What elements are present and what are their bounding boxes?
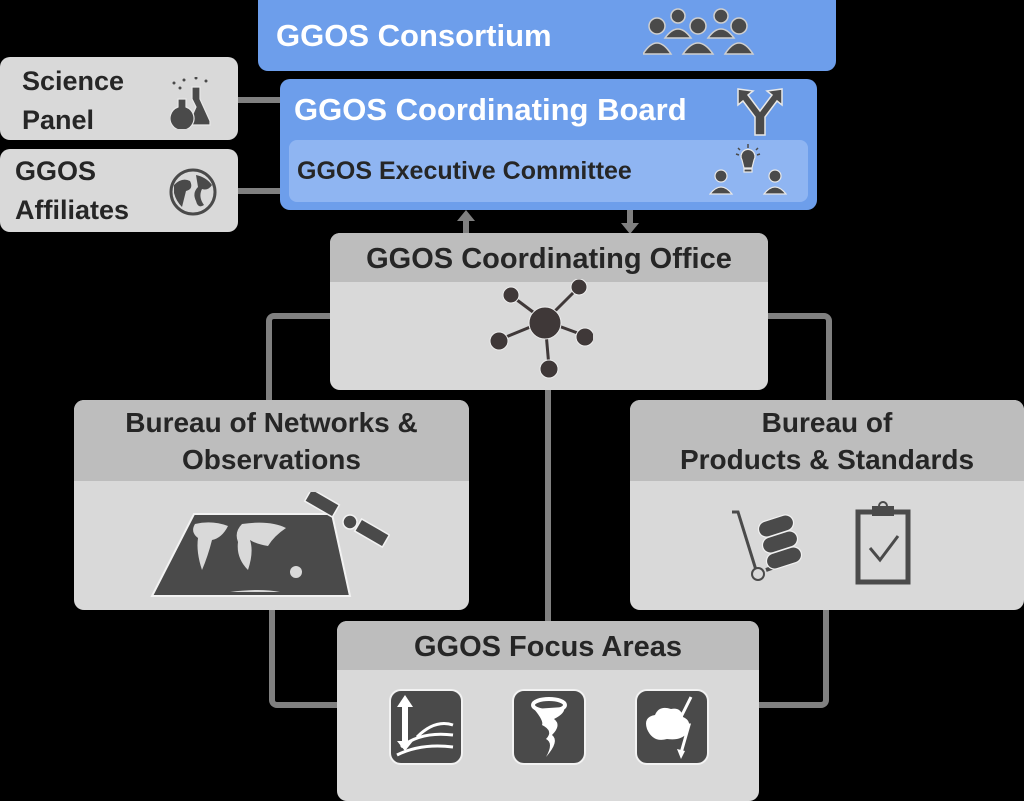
bureau-products-title-line1: Bureau of xyxy=(761,407,893,438)
science-panel-label-line2: Panel xyxy=(22,105,95,135)
group-people-icon xyxy=(643,8,755,55)
bureau-networks-title-line1: Bureau of Networks & xyxy=(125,407,418,438)
bureau-networks-box: Bureau of Networks & Observations xyxy=(74,400,469,610)
executive-committee-box: GGOS Executive Committee xyxy=(289,140,808,202)
coordinating-office-title: GGOS Coordinating Office xyxy=(366,243,732,275)
map-satellite-icon xyxy=(150,492,390,597)
globe-icon xyxy=(169,168,217,216)
coordinating-office-header: GGOS Coordinating Office xyxy=(330,233,768,282)
consortium-title: GGOS Consortium xyxy=(276,18,552,53)
hand-truck-icon xyxy=(732,510,803,581)
storm-cloud-lightning-icon xyxy=(635,689,709,765)
bureau-products-box: Bureau of Products & Standards xyxy=(630,400,1024,610)
connector-office-networks xyxy=(266,313,334,403)
flasks-icon xyxy=(170,77,211,129)
coordinating-office-box: GGOS Coordinating Office xyxy=(330,233,768,390)
affiliates-label-line2: Affiliates xyxy=(15,195,130,225)
focus-areas-header: GGOS Focus Areas xyxy=(337,621,759,670)
bureau-networks-title-line2: Observations xyxy=(182,444,361,475)
bureau-products-header: Bureau of Products & Standards xyxy=(630,400,1024,481)
bureau-networks-header: Bureau of Networks & Observations xyxy=(74,400,469,481)
focus-areas-box: GGOS Focus Areas xyxy=(337,621,759,801)
split-arrow-icon xyxy=(737,88,783,136)
arrow-up-icon xyxy=(457,210,475,234)
coordinating-board-box: GGOS Coordinating Board GGOS Executive C… xyxy=(280,79,817,210)
arrow-down-icon xyxy=(621,210,639,234)
network-hub-icon xyxy=(489,279,593,379)
clipboard-check-icon xyxy=(855,501,911,585)
people-lightbulb-icon xyxy=(709,144,788,195)
connector-networks-focus xyxy=(269,608,341,708)
bureau-products-title-line2: Products & Standards xyxy=(679,444,975,475)
focus-areas-title: GGOS Focus Areas xyxy=(413,631,683,663)
executive-committee-title: GGOS Executive Committee xyxy=(297,157,632,185)
connector-office-focus xyxy=(545,388,551,623)
connector-products-focus xyxy=(755,608,829,708)
consortium-box: GGOS Consortium xyxy=(258,0,836,71)
connector-office-products xyxy=(766,313,832,403)
tornado-icon xyxy=(512,689,586,765)
connector-science-board xyxy=(238,97,282,103)
sea-level-icon xyxy=(389,689,463,765)
connector-affiliates-board xyxy=(238,188,282,194)
coordinating-board-title: GGOS Coordinating Board xyxy=(294,92,687,127)
affiliates-label-line1: GGOS xyxy=(15,156,97,186)
affiliates-box: GGOS Affiliates xyxy=(0,149,238,232)
science-panel-box: Science Panel xyxy=(0,57,238,140)
science-panel-label-line1: Science xyxy=(22,66,125,96)
